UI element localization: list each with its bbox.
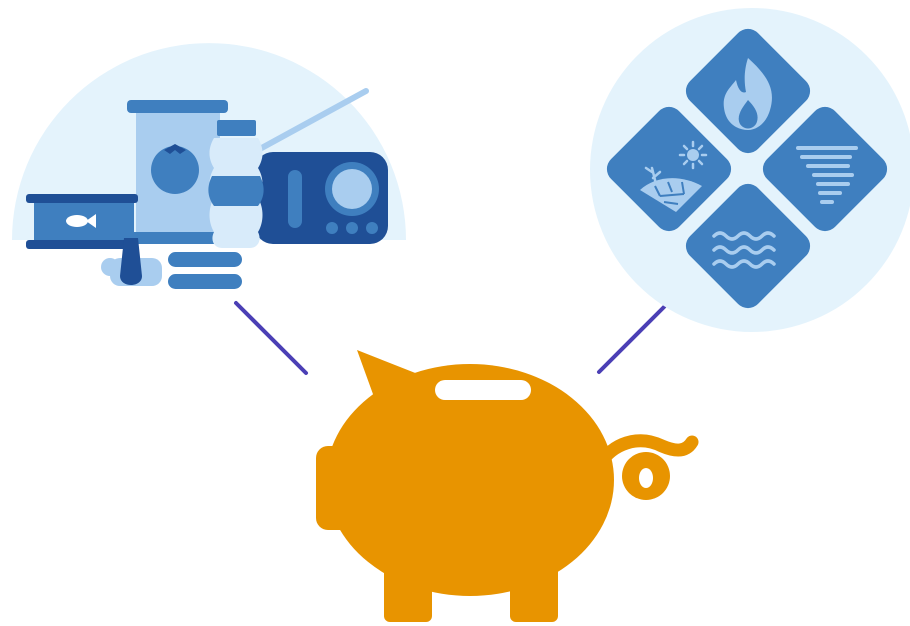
flood-hazard-icon	[685, 183, 811, 309]
radio-icon	[255, 152, 388, 244]
connector-line-right	[597, 302, 669, 374]
natural-hazards-icon	[590, 8, 910, 332]
emergency-supplies-icon	[12, 43, 406, 289]
tornado-hazard-icon	[762, 106, 888, 232]
fire-hazard-icon	[685, 28, 811, 154]
piggy-bank-icon	[316, 350, 699, 622]
drought-hazard-icon	[606, 106, 732, 232]
fish-can-icon	[26, 194, 138, 249]
tomato-can-icon	[127, 100, 228, 244]
can-opener-icon	[101, 238, 242, 289]
connector-line-left	[234, 301, 308, 375]
water-bottle-icon	[208, 120, 264, 248]
